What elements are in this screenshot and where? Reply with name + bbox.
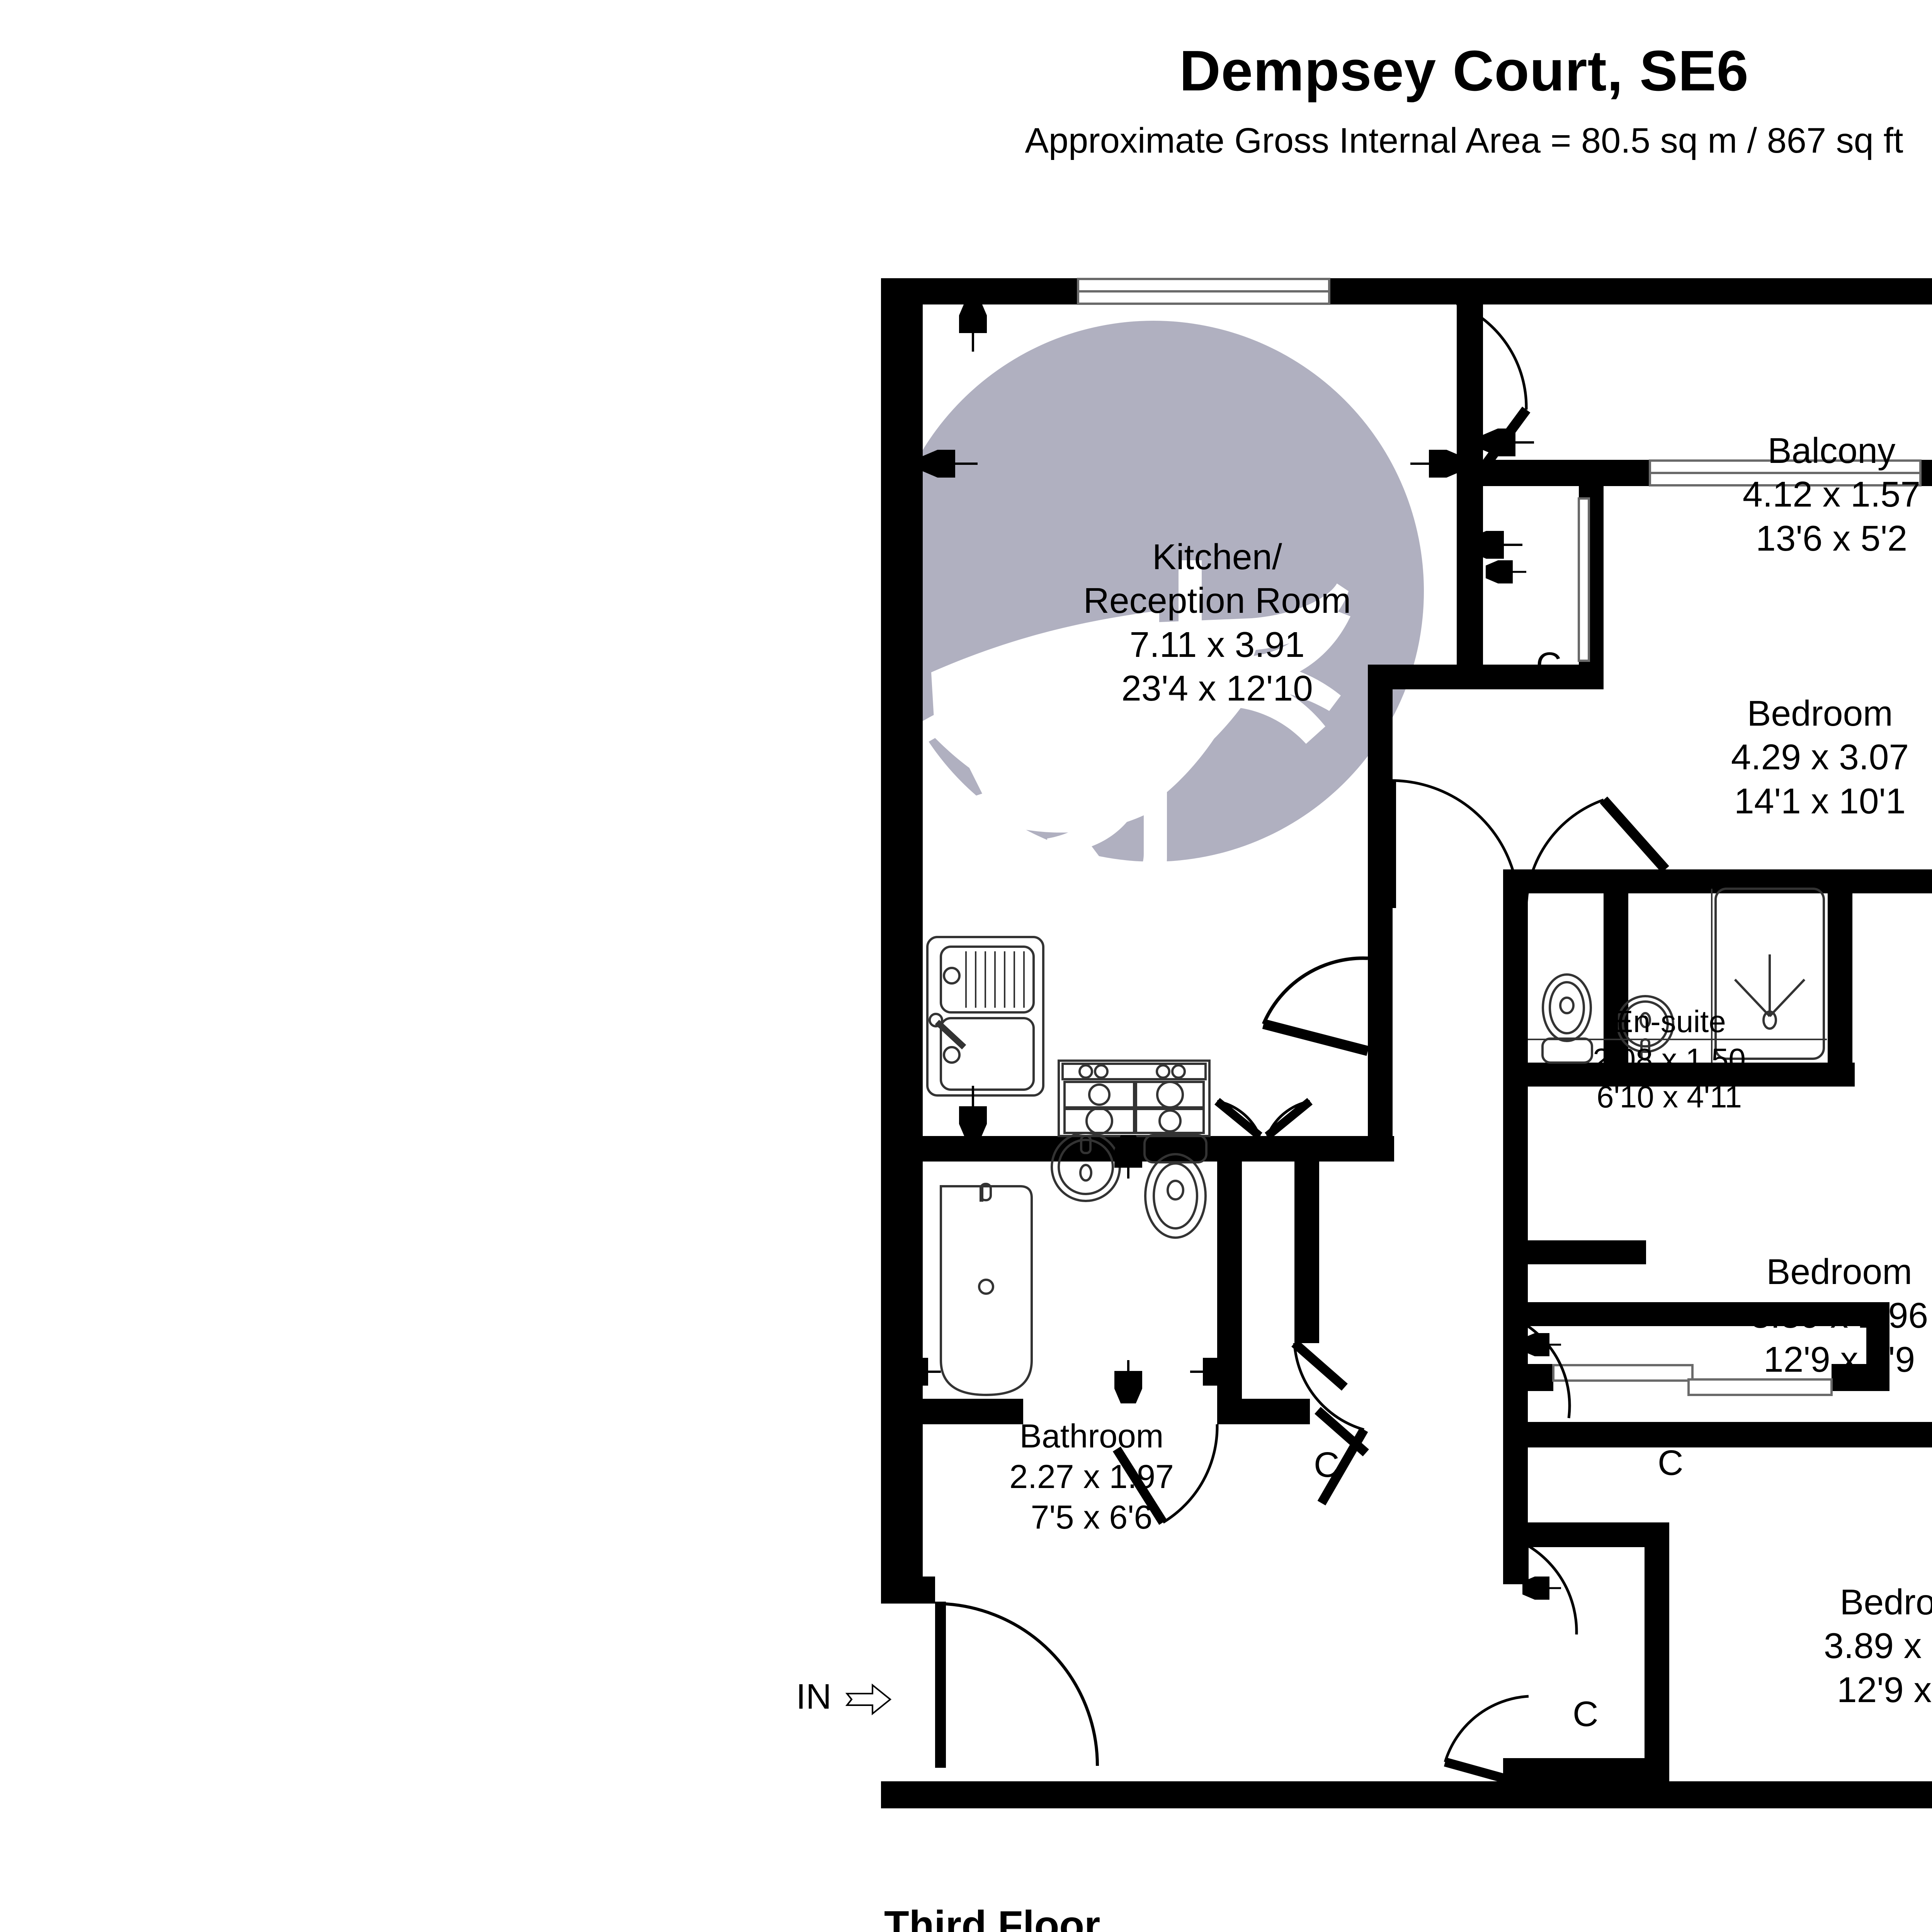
- room-label-bathroom: Bathroom 2.27 x 1.97 7'5 x 6'6: [935, 1416, 1248, 1538]
- room-metric: 2.08 x 1.50: [1593, 1042, 1746, 1077]
- room-name: Balcony: [1767, 430, 1896, 471]
- cupboard-label-4: C: [1573, 1694, 1599, 1734]
- room-imperial: 13'6 x 5'2: [1755, 518, 1908, 558]
- kitchen-hob-icon: [1058, 1060, 1211, 1137]
- room-metric: 4.29 x 3.07: [1731, 737, 1909, 777]
- room-name: En-suite: [1612, 1004, 1726, 1039]
- cupboard-label-1: C: [1536, 645, 1562, 685]
- cupboard-label-3: C: [1658, 1443, 1684, 1483]
- room-metric: 3.89 x 2.53: [1823, 1626, 1932, 1666]
- room-label-bedroom-2: Bedroom 3.89 x 2.96 12'9 x 9'9: [1642, 1250, 1932, 1381]
- cupboard-label-2: C: [1314, 1445, 1340, 1485]
- room-imperial: 23'4 x 12'10: [1121, 668, 1313, 709]
- kitchen-fixtures: [926, 936, 1211, 1137]
- room-imperial: 14'1 x 10'1: [1734, 781, 1906, 821]
- dimension-arrows: [900, 282, 1561, 1777]
- room-label-bedroom-3: Bedroom 3.89 x 2.53 12'9 x 8'4: [1716, 1580, 1932, 1712]
- bathroom-fixtures: [940, 1132, 1208, 1396]
- room-imperial: 12'9 x 8'4: [1837, 1669, 1932, 1710]
- page-title: Dempsey Court, SE6: [1179, 39, 1749, 103]
- room-name-2: Reception Room: [1083, 580, 1351, 621]
- room-metric: 3.89 x 2.96: [1750, 1295, 1929, 1336]
- area-subtitle: Approximate Gross Internal Area = 80.5 s…: [1025, 121, 1903, 160]
- ensuite-fixtures: [1528, 888, 1827, 1064]
- room-imperial: 7'5 x 6'6: [1031, 1498, 1153, 1536]
- header: Dempsey Court, SE6 Approximate Gross Int…: [0, 0, 1932, 160]
- room-name: Bedroom: [1840, 1582, 1932, 1622]
- entrance-text: IN: [796, 1677, 832, 1716]
- entrance-door: [935, 1602, 1099, 1768]
- plan-windows: [1077, 278, 1922, 1396]
- room-name: Bathroom: [1019, 1418, 1164, 1455]
- watermark-logo: [883, 321, 1424, 911]
- room-name: Kitchen/: [1152, 537, 1282, 577]
- room-label-kitchen-reception: Kitchen/ Reception Room 7.11 x 3.91 23'4…: [993, 535, 1441, 711]
- shower-icon: [1714, 888, 1825, 1060]
- room-imperial: 6'10 x 4'11: [1596, 1080, 1742, 1114]
- room-metric: 7.11 x 3.91: [1129, 624, 1305, 665]
- kitchen-sink-icon: [926, 936, 1044, 1097]
- floor-caption: Third Floor: [884, 1903, 1100, 1932]
- room-imperial: 12'9 x 9'9: [1763, 1339, 1915, 1379]
- room-metric: 2.27 x 1.97: [1009, 1458, 1174, 1495]
- toilet-icon: [1143, 1134, 1208, 1239]
- entrance-arrow-icon: [845, 1679, 892, 1717]
- plan-walls: [881, 278, 1932, 1808]
- room-metric: 4.12 x 1.57: [1742, 474, 1921, 515]
- floorplan-drawing: [869, 267, 1932, 1820]
- entrance-label: IN: [796, 1679, 892, 1717]
- bathtub-icon: [940, 1185, 1033, 1396]
- room-name: Bedroom: [1766, 1252, 1912, 1292]
- room-label-balcony: Balcony 4.12 x 1.57 13'6 x 5'2: [1619, 429, 1932, 560]
- room-label-bedroom-1: Bedroom 4.29 x 3.07 14'1 x 10'1: [1623, 692, 1932, 823]
- room-label-ensuite: En-suite 2.08 x 1.50 6'10 x 4'11: [1515, 1003, 1824, 1116]
- room-name: Bedroom: [1747, 693, 1893, 733]
- ensuite-basin-icon: [1616, 995, 1674, 1061]
